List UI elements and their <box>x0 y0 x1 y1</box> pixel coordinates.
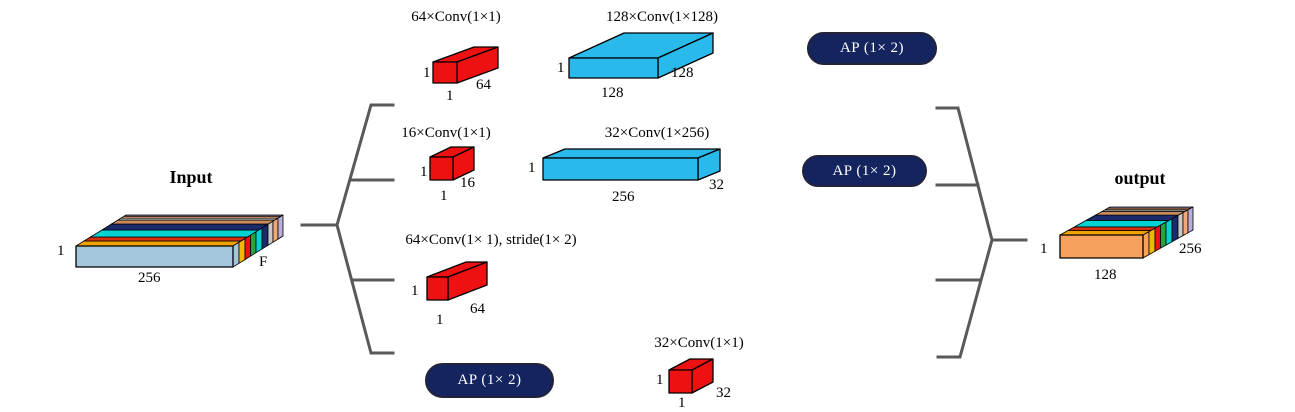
branch4-conv1-depth-label: 32 <box>716 385 731 401</box>
input-depth-label: F <box>259 254 268 270</box>
branch3-conv1-caption: 64×Conv(1× 1), stride(1× 2) <box>405 232 577 248</box>
branch2-conv1-caption: 16×Conv(1×1) <box>401 125 491 141</box>
conv-box-branch1-64x1x1 <box>432 46 499 84</box>
branch1-conv1-caption: 64×Conv(1×1) <box>411 9 501 25</box>
branch2-conv2-height-label: 1 <box>528 160 536 176</box>
branch2-conv2-caption: 32×Conv(1×256) <box>604 125 710 141</box>
output-depth-label: 256 <box>1179 241 1202 257</box>
input-split-brace <box>300 103 395 355</box>
branch3-conv1-height-label: 1 <box>411 283 419 299</box>
input-width-label: 256 <box>138 270 161 286</box>
branch2-conv2-width-label: 256 <box>612 189 635 205</box>
branch2-conv1-height-label: 1 <box>420 164 428 180</box>
output-merge-brace <box>935 106 1028 359</box>
branch1-conv2-depth-label: 128 <box>671 65 694 81</box>
branch4-conv1-height-label: 1 <box>656 372 664 388</box>
branch1-conv2-width-label: 128 <box>601 85 624 101</box>
conv-box-branch1-128x1x128 <box>568 32 714 79</box>
output-height-label: 1 <box>1040 241 1048 257</box>
branch2-avgpool-pill: AP (1× 2) <box>802 155 927 187</box>
branch1-conv1-depth-label: 64 <box>476 77 491 93</box>
output-width-label: 128 <box>1094 267 1117 283</box>
branch2-conv1-width-label: 1 <box>440 188 448 204</box>
branch2-conv2-depth-label: 32 <box>709 177 724 193</box>
input-tensor <box>75 214 284 268</box>
output-title: output <box>1114 168 1166 188</box>
input-title: Input <box>169 167 213 187</box>
branch1-avgpool-pill: AP (1× 2) <box>807 32 937 65</box>
branch2-conv1-depth-label: 16 <box>460 175 475 191</box>
branch1-conv1-width-label: 1 <box>446 88 454 104</box>
branch3-conv1-depth-label: 64 <box>470 301 485 317</box>
branch1-conv1-height-label: 1 <box>423 65 431 81</box>
branch4-avgpool-pill: AP (1× 2) <box>425 363 554 398</box>
branch4-conv1-caption: 32×Conv(1×1) <box>654 335 744 351</box>
output-tensor <box>1059 206 1194 259</box>
branch1-conv2-caption: 128×Conv(1×128) <box>606 9 718 25</box>
conv-box-branch4-32x1x1 <box>668 358 714 394</box>
conv-box-branch2-32x1x256 <box>542 148 721 181</box>
branch1-conv2-height-label: 1 <box>557 60 565 76</box>
branch4-conv1-width-label: 1 <box>678 395 686 411</box>
branch3-conv1-width-label: 1 <box>436 312 444 328</box>
conv-box-branch3-64x1x1-stride <box>426 261 488 301</box>
conv-box-branch2-16x1x1 <box>429 146 475 181</box>
input-height-label: 1 <box>57 243 65 259</box>
